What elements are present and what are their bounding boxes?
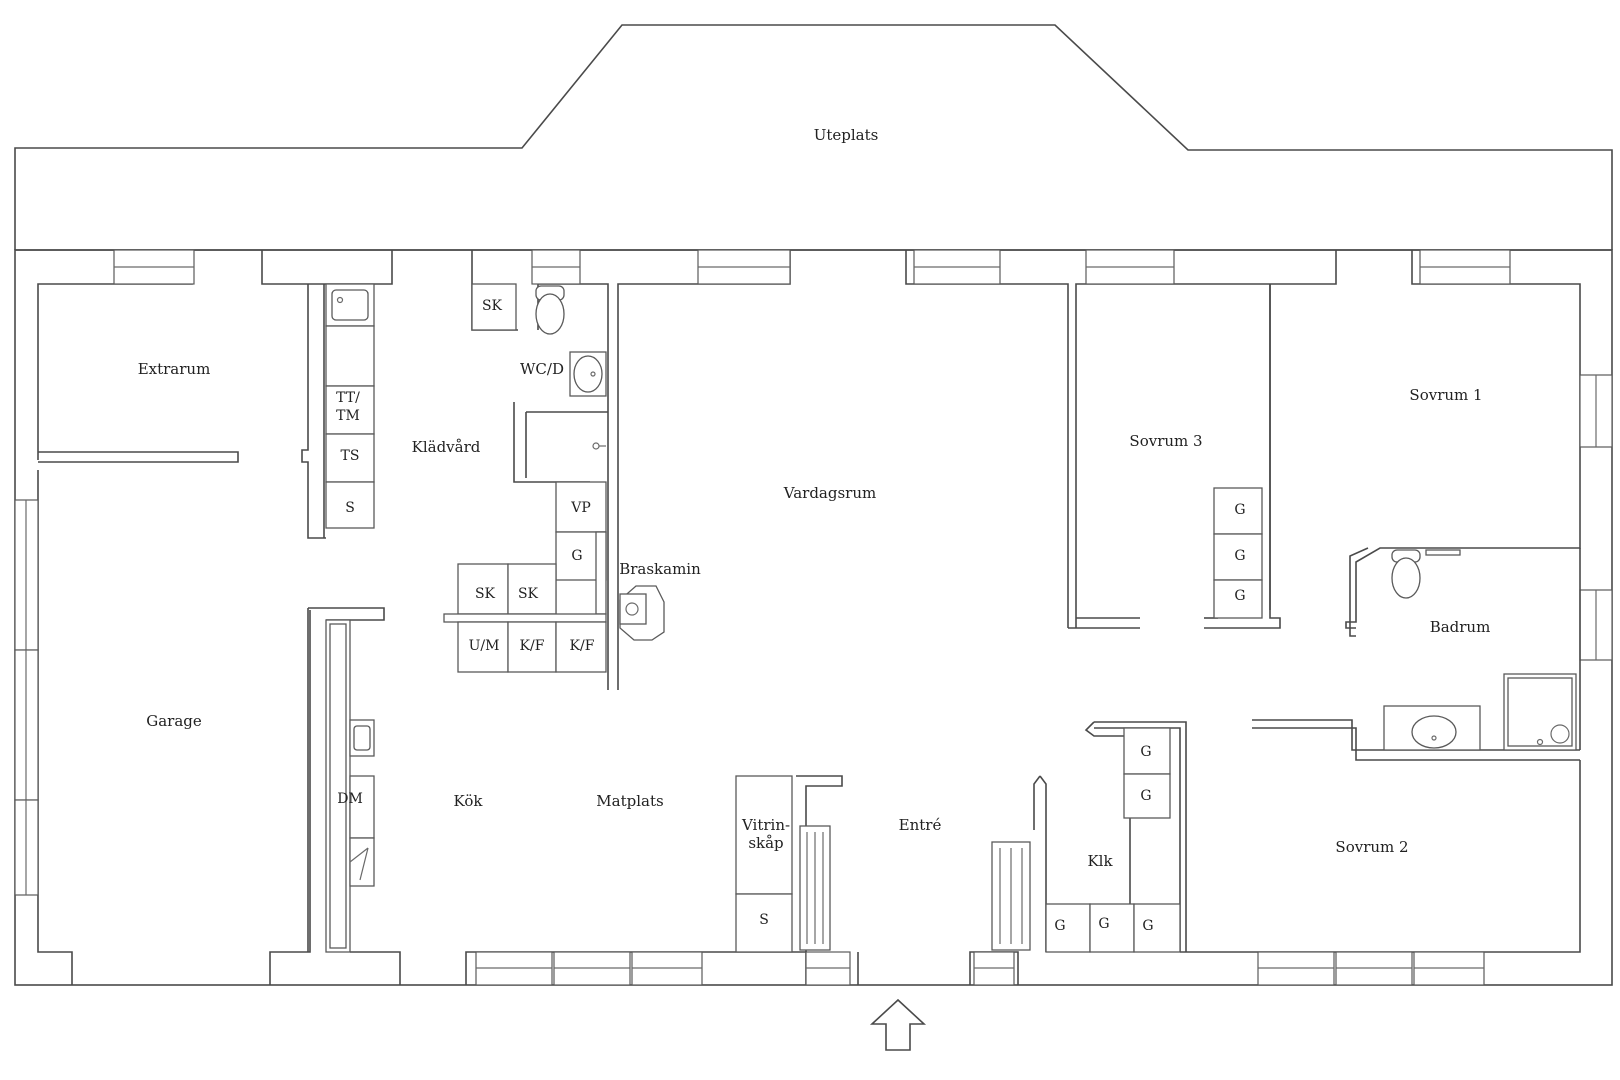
fixture-label-g-sovrum3-3: G: [1234, 588, 1245, 604]
room-label-matplats: Matplats: [596, 792, 663, 810]
fixture-label-g-sovrum3-2: G: [1234, 548, 1245, 564]
room-label-vitrinskap-line1: Vitrin-: [741, 816, 790, 834]
fixture-label-ts: TS: [341, 448, 360, 464]
fixture-label-g-klk-1: G: [1140, 744, 1151, 760]
room-label-sovrum3: Sovrum 3: [1129, 432, 1202, 450]
fixture-label-sk-2: SK: [518, 586, 539, 602]
room-label-vitrinskap-line2: skåp: [748, 834, 783, 852]
room-label-uteplats: Uteplats: [814, 126, 879, 144]
room-label-vardagsrum: Vardagsrum: [783, 484, 876, 502]
room-label-kok: Kök: [454, 792, 484, 810]
fixture-label-s-vitrin: S: [759, 912, 769, 928]
fixture-label-g-klk-5: G: [1142, 918, 1153, 934]
room-label-badrum: Badrum: [1430, 618, 1491, 636]
fixture-label-sk-wc: SK: [482, 298, 503, 314]
fixture-label-g-laundry: G: [571, 548, 582, 564]
room-label-kladvard: Klädvård: [412, 438, 481, 456]
room-label-garage: Garage: [146, 712, 202, 730]
fixture-label-kf-1: K/F: [520, 638, 545, 654]
fixture-label-sk-1: SK: [475, 586, 496, 602]
fixture-label-tt-tm-line2: TM: [336, 408, 360, 424]
room-label-klk: Klk: [1087, 852, 1113, 870]
fixture-label-dm: DM: [337, 791, 363, 807]
entrance-arrow-icon: [869, 998, 927, 1051]
room-label-sovrum1: Sovrum 1: [1409, 386, 1482, 404]
fixture-label-tt-tm-line1: TT/: [336, 390, 360, 406]
room-label-extrarum: Extrarum: [138, 360, 211, 378]
fixture-label-vp: VP: [570, 500, 591, 516]
fixture-label-g-sovrum3-1: G: [1234, 502, 1245, 518]
fixture-label-um: U/M: [469, 638, 500, 654]
room-label-braskamin: Braskamin: [619, 560, 701, 578]
room-label-wcd: WC/D: [520, 360, 564, 378]
room-label-sovrum2: Sovrum 2: [1335, 838, 1408, 856]
fixtures: [325, 283, 1577, 953]
windows: [14, 249, 1613, 986]
room-label-entre: Entré: [899, 816, 942, 834]
fixture-label-kf-2: K/F: [570, 638, 595, 654]
fixture-label-s-laundry: S: [345, 500, 355, 516]
fixture-label-g-klk-2: G: [1140, 788, 1151, 804]
fixture-label-g-klk-4: G: [1098, 916, 1109, 932]
fixture-label-g-klk-3: G: [1054, 918, 1065, 934]
